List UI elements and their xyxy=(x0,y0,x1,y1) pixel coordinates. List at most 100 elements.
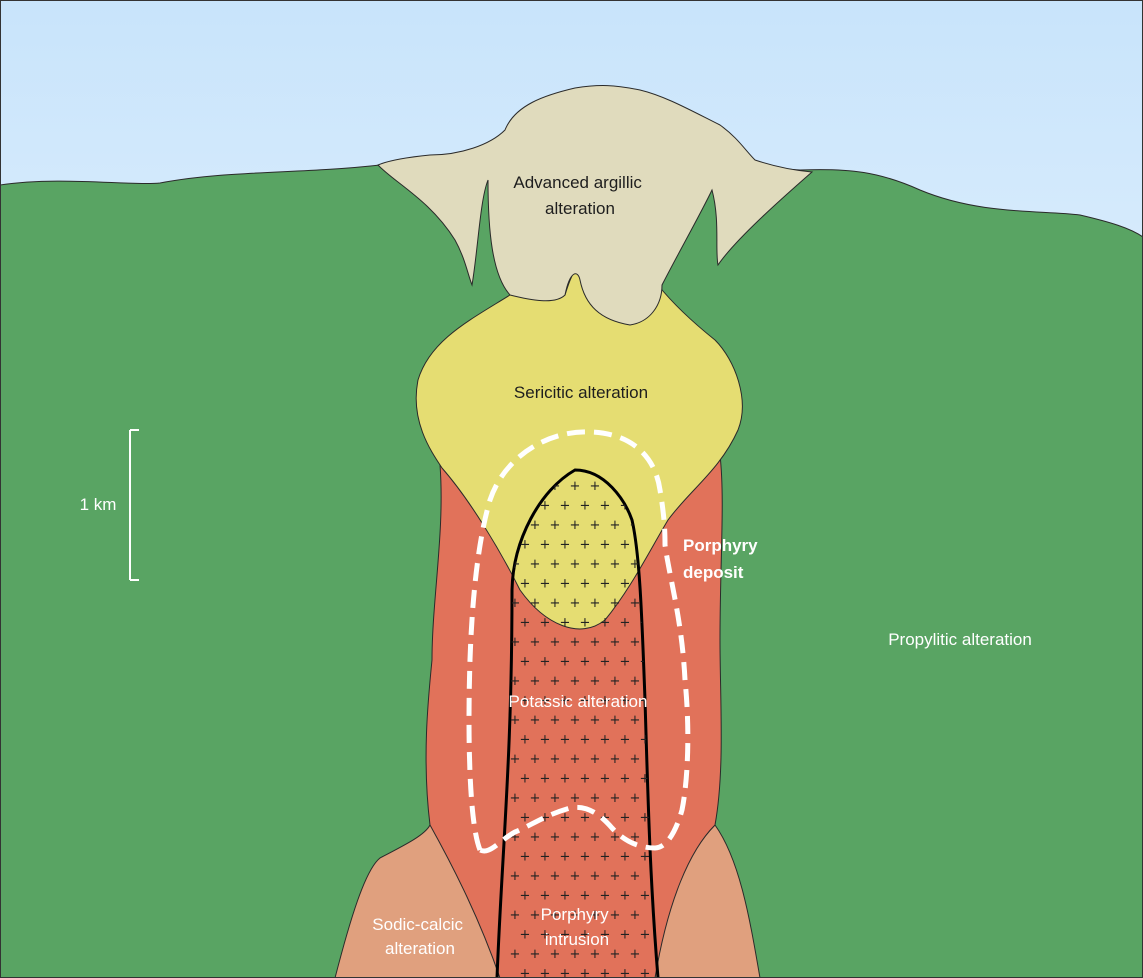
plus-mark: + xyxy=(590,713,601,728)
plus-mark: + xyxy=(590,596,601,611)
plus-mark: + xyxy=(590,557,601,572)
plus-mark: + xyxy=(540,616,551,631)
plus-mark: + xyxy=(630,713,641,728)
plus-mark: + xyxy=(580,772,591,787)
label-scale: 1 km xyxy=(80,495,117,514)
plus-mark: + xyxy=(510,908,521,923)
plus-mark: + xyxy=(570,869,581,884)
plus-mark: + xyxy=(600,889,611,904)
plus-mark: + xyxy=(640,889,651,904)
plus-mark: + xyxy=(630,596,641,611)
plus-mark: + xyxy=(610,596,621,611)
plus-mark: + xyxy=(600,772,611,787)
plus-mark: + xyxy=(630,908,641,923)
plus-mark: + xyxy=(590,869,601,884)
plus-mark: + xyxy=(570,635,581,650)
plus-mark: + xyxy=(620,928,631,943)
plus-mark: + xyxy=(510,947,521,962)
plus-mark: + xyxy=(630,791,641,806)
plus-mark: + xyxy=(630,869,641,884)
plus-mark: + xyxy=(570,479,581,494)
plus-mark: + xyxy=(550,947,561,962)
plus-mark: + xyxy=(570,596,581,611)
plus-mark: + xyxy=(620,577,631,592)
plus-mark: + xyxy=(620,811,631,826)
plus-mark: + xyxy=(570,557,581,572)
plus-mark: + xyxy=(580,577,591,592)
plus-mark: + xyxy=(640,928,651,943)
plus-mark: + xyxy=(530,908,541,923)
plus-mark: + xyxy=(520,772,531,787)
plus-mark: + xyxy=(560,499,571,514)
plus-mark: + xyxy=(520,616,531,631)
plus-mark: + xyxy=(610,791,621,806)
plus-mark: + xyxy=(620,655,631,670)
plus-mark: + xyxy=(560,733,571,748)
plus-mark: + xyxy=(570,830,581,845)
plus-mark: + xyxy=(530,596,541,611)
plus-mark: + xyxy=(560,889,571,904)
plus-mark: + xyxy=(590,674,601,689)
plus-mark: + xyxy=(530,518,541,533)
plus-mark: + xyxy=(590,947,601,962)
plus-mark: + xyxy=(530,674,541,689)
plus-mark: + xyxy=(610,947,621,962)
plus-mark: + xyxy=(590,518,601,533)
plus-mark: + xyxy=(530,713,541,728)
plus-mark: + xyxy=(620,772,631,787)
plus-mark: + xyxy=(610,713,621,728)
plus-mark: + xyxy=(580,967,591,978)
plus-mark: + xyxy=(520,733,531,748)
plus-mark: + xyxy=(560,850,571,865)
plus-mark: + xyxy=(530,791,541,806)
plus-mark: + xyxy=(590,830,601,845)
plus-mark: + xyxy=(610,752,621,767)
plus-mark: + xyxy=(610,674,621,689)
plus-mark: + xyxy=(520,889,531,904)
plus-mark: + xyxy=(550,557,561,572)
plus-mark: + xyxy=(540,733,551,748)
plus-mark: + xyxy=(530,869,541,884)
plus-mark: + xyxy=(530,752,541,767)
plus-mark: + xyxy=(540,772,551,787)
plus-mark: + xyxy=(550,713,561,728)
plus-mark: + xyxy=(600,850,611,865)
plus-mark: + xyxy=(510,752,521,767)
plus-mark: + xyxy=(580,733,591,748)
plus-mark: + xyxy=(580,616,591,631)
plus-mark: + xyxy=(630,635,641,650)
plus-mark: + xyxy=(540,538,551,553)
plus-mark: + xyxy=(580,655,591,670)
plus-mark: + xyxy=(590,791,601,806)
plus-mark: + xyxy=(510,674,521,689)
plus-mark: + xyxy=(630,752,641,767)
plus-mark: + xyxy=(610,869,621,884)
plus-mark: + xyxy=(630,947,641,962)
plus-mark: + xyxy=(560,538,571,553)
plus-mark: + xyxy=(620,733,631,748)
plus-mark: + xyxy=(610,518,621,533)
plus-mark: + xyxy=(510,713,521,728)
plus-mark: + xyxy=(610,635,621,650)
plus-mark: + xyxy=(640,967,651,978)
plus-mark: + xyxy=(580,850,591,865)
plus-mark: + xyxy=(520,577,531,592)
plus-mark: + xyxy=(520,928,531,943)
plus-mark: + xyxy=(550,596,561,611)
plus-mark: + xyxy=(540,655,551,670)
plus-mark: + xyxy=(590,635,601,650)
label-sericitic: Sericitic alteration xyxy=(514,383,648,402)
plus-mark: + xyxy=(530,557,541,572)
plus-mark: + xyxy=(630,674,641,689)
plus-mark: + xyxy=(570,674,581,689)
plus-mark: + xyxy=(620,616,631,631)
plus-mark: + xyxy=(600,577,611,592)
plus-mark: + xyxy=(570,947,581,962)
plus-mark: + xyxy=(600,967,611,978)
label-propylitic: Propylitic alteration xyxy=(888,630,1032,649)
plus-mark: + xyxy=(580,538,591,553)
plus-mark: + xyxy=(640,850,651,865)
plus-mark: + xyxy=(620,967,631,978)
plus-mark: + xyxy=(550,752,561,767)
